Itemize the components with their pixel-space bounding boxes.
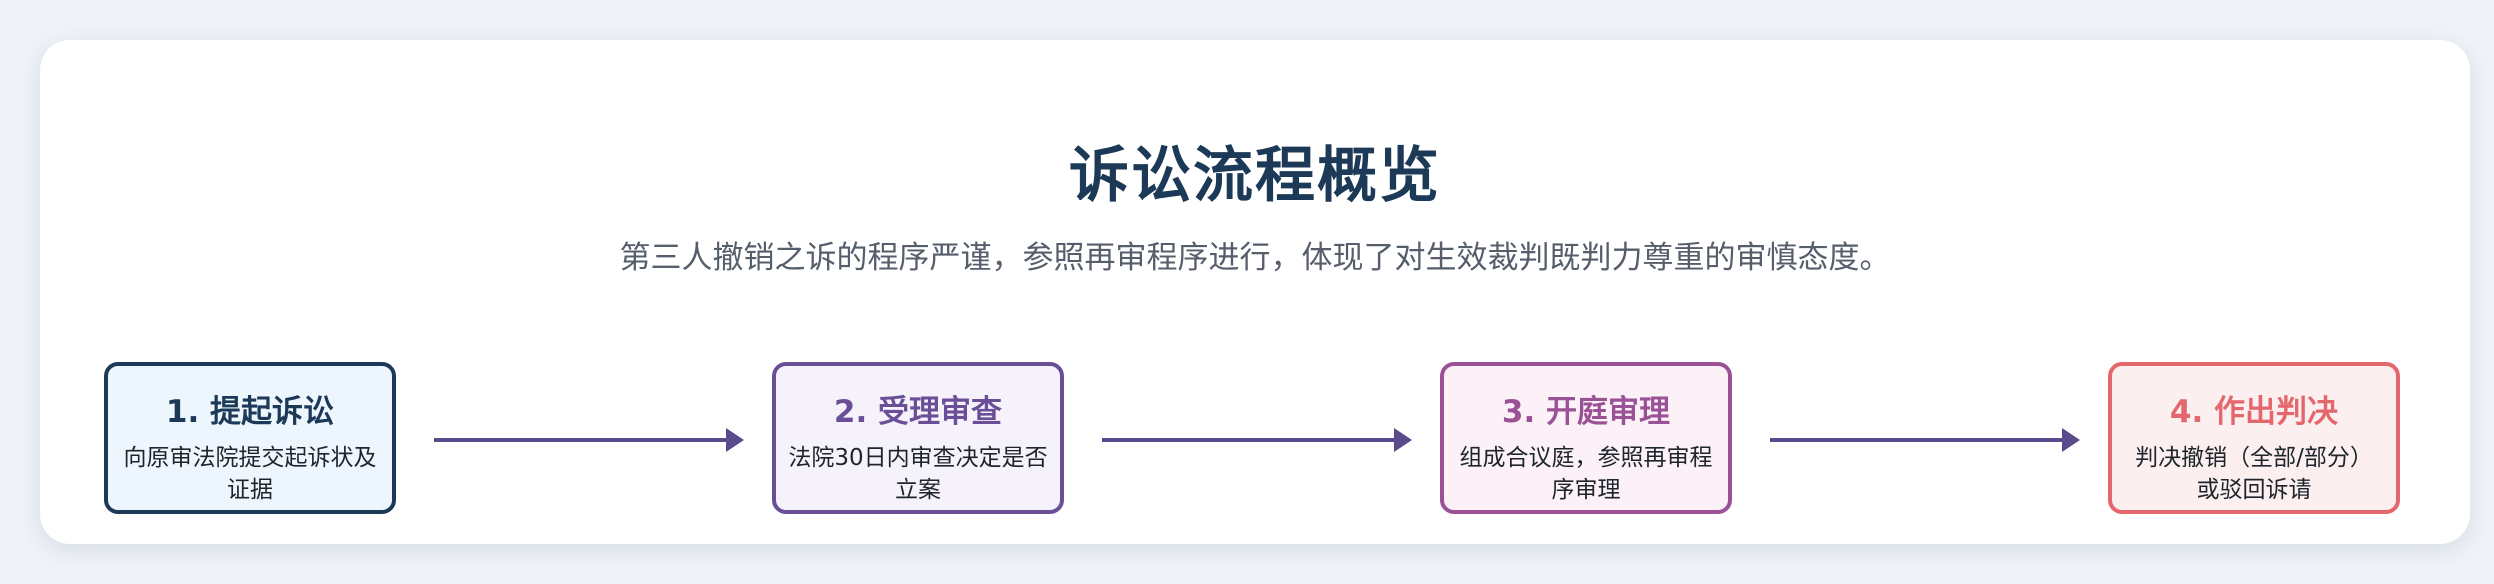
step-box-2: 2. 受理审查 法院30日内审查决定是否立案	[772, 362, 1064, 514]
step-desc-4: 判决撤销（全部/部分）或驳回诉请	[2135, 445, 2373, 503]
diagram-subtitle: 第三人撤销之诉的程序严谨，参照再审程序进行，体现了对生效裁判既判力尊重的审慎态度…	[619, 240, 1891, 276]
arrow-1-to-2	[434, 428, 744, 452]
flow-card: 诉讼流程概览 第三人撤销之诉的程序严谨，参照再审程序进行，体现了对生效裁判既判力…	[40, 40, 2470, 544]
step-box-3: 3. 开庭审理 组成合议庭，参照再审程序审理	[1440, 362, 1732, 514]
step-title-1: 1. 提起诉讼	[165, 394, 335, 430]
step-title-2: 2. 受理审查	[833, 394, 1003, 430]
step-box-4: 4. 作出判决 判决撤销（全部/部分）或驳回诉请	[2108, 362, 2400, 514]
step-desc-2: 法院30日内审查决定是否立案	[788, 445, 1048, 503]
step-desc-3: 组成合议庭，参照再审程序审理	[1459, 445, 1713, 503]
arrow-3-to-4	[1770, 428, 2080, 452]
step-title-3: 3. 开庭审理	[1501, 394, 1671, 430]
step-title-4: 4. 作出判决	[2169, 394, 2339, 430]
step-box-1: 1. 提起诉讼 向原审法院提交起诉状及证据	[104, 362, 396, 514]
arrow-2-to-3	[1102, 428, 1412, 452]
diagram-title: 诉讼流程概览	[1069, 141, 1441, 211]
step-desc-1: 向原审法院提交起诉状及证据	[123, 445, 377, 503]
